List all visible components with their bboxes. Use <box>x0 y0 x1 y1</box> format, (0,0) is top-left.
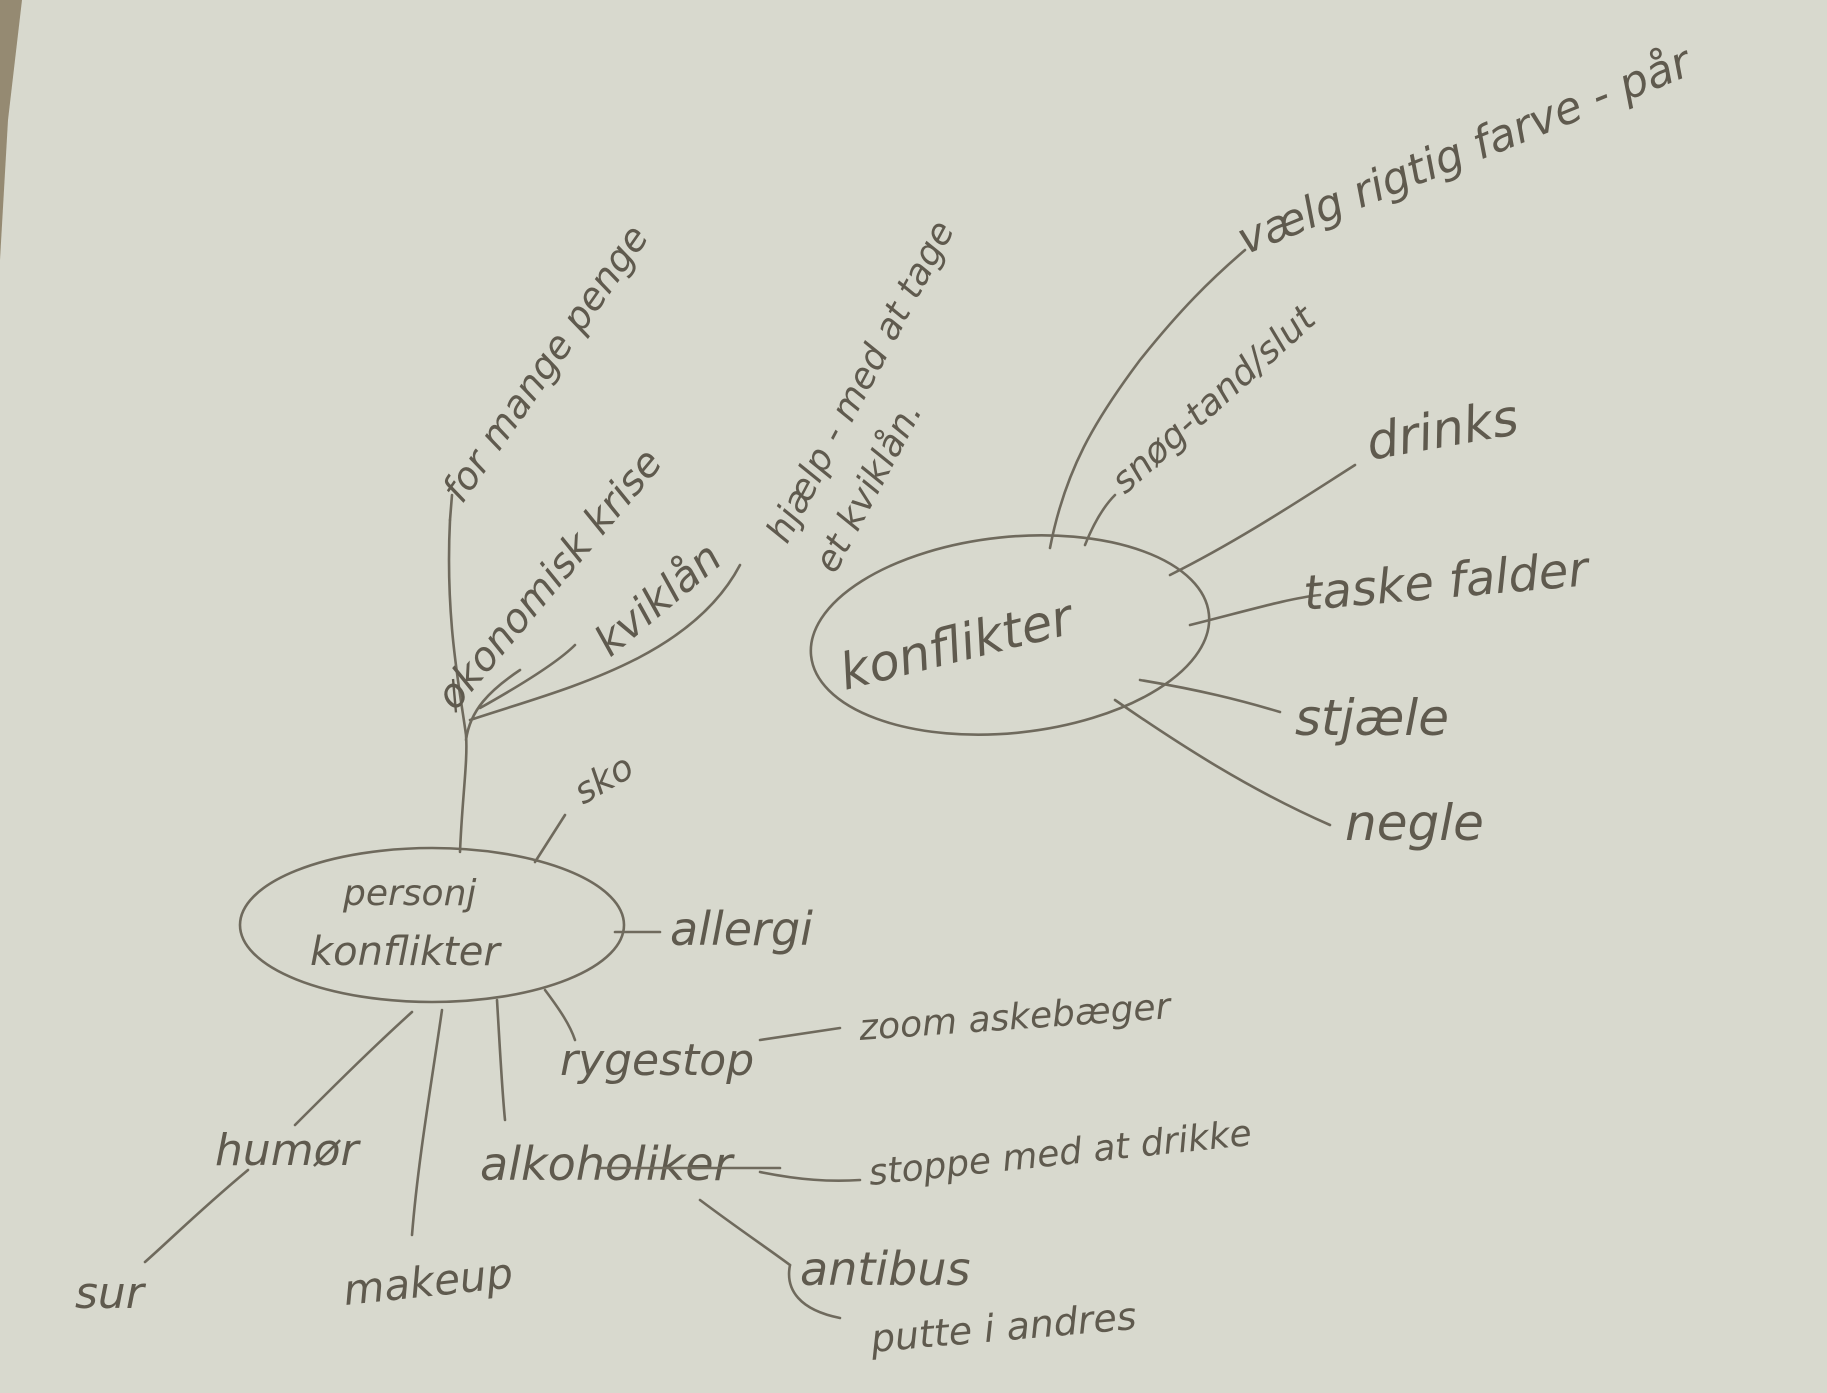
label-sur: sur <box>75 1268 147 1319</box>
branch-line-taske <box>1188 593 1322 627</box>
branch-line-drinks <box>1168 463 1357 577</box>
branch-line-humor <box>293 1010 414 1127</box>
branch-line-stoppe <box>758 1170 862 1183</box>
label-stjaele: stjæle <box>1295 689 1449 747</box>
branch-line-sko <box>533 813 567 864</box>
branch-line-putte <box>787 1263 842 1320</box>
branch-line-makeup <box>410 1008 444 1237</box>
branch-line-trunk <box>447 518 468 854</box>
branch-line-rygestop <box>543 988 577 1042</box>
label-negle: negle <box>1345 794 1484 852</box>
center-label-line2: konflikter <box>310 929 502 975</box>
branch-line-antibus <box>698 1198 792 1267</box>
branch-line-snapg <box>1083 493 1117 547</box>
label-allergi: allergi <box>670 902 813 956</box>
label-antibus: antibus <box>800 1242 970 1296</box>
branch-line-zoom <box>758 1026 842 1042</box>
label-rygestop: rygestop <box>560 1035 754 1086</box>
center-bubble-konflikter <box>809 534 1211 736</box>
branch-line-negle <box>1113 698 1332 827</box>
branch-line-alkoholiker <box>495 998 507 1122</box>
label-humor: humør <box>215 1125 362 1176</box>
center-bubble-person-konflikter <box>238 846 626 1004</box>
label-alkoholiker: alkoholiker <box>480 1137 736 1191</box>
branch-line-sur <box>143 1168 250 1264</box>
branch-line-formange <box>448 493 454 522</box>
branch-line-stjaele <box>1138 678 1282 714</box>
branch-line-okonomi <box>464 668 522 742</box>
branch-line-vaelg <box>1048 248 1247 550</box>
branch-line-hjaelp <box>468 563 742 722</box>
center-label-line1: personj <box>342 873 476 914</box>
branch-line-kviklan <box>478 643 577 710</box>
